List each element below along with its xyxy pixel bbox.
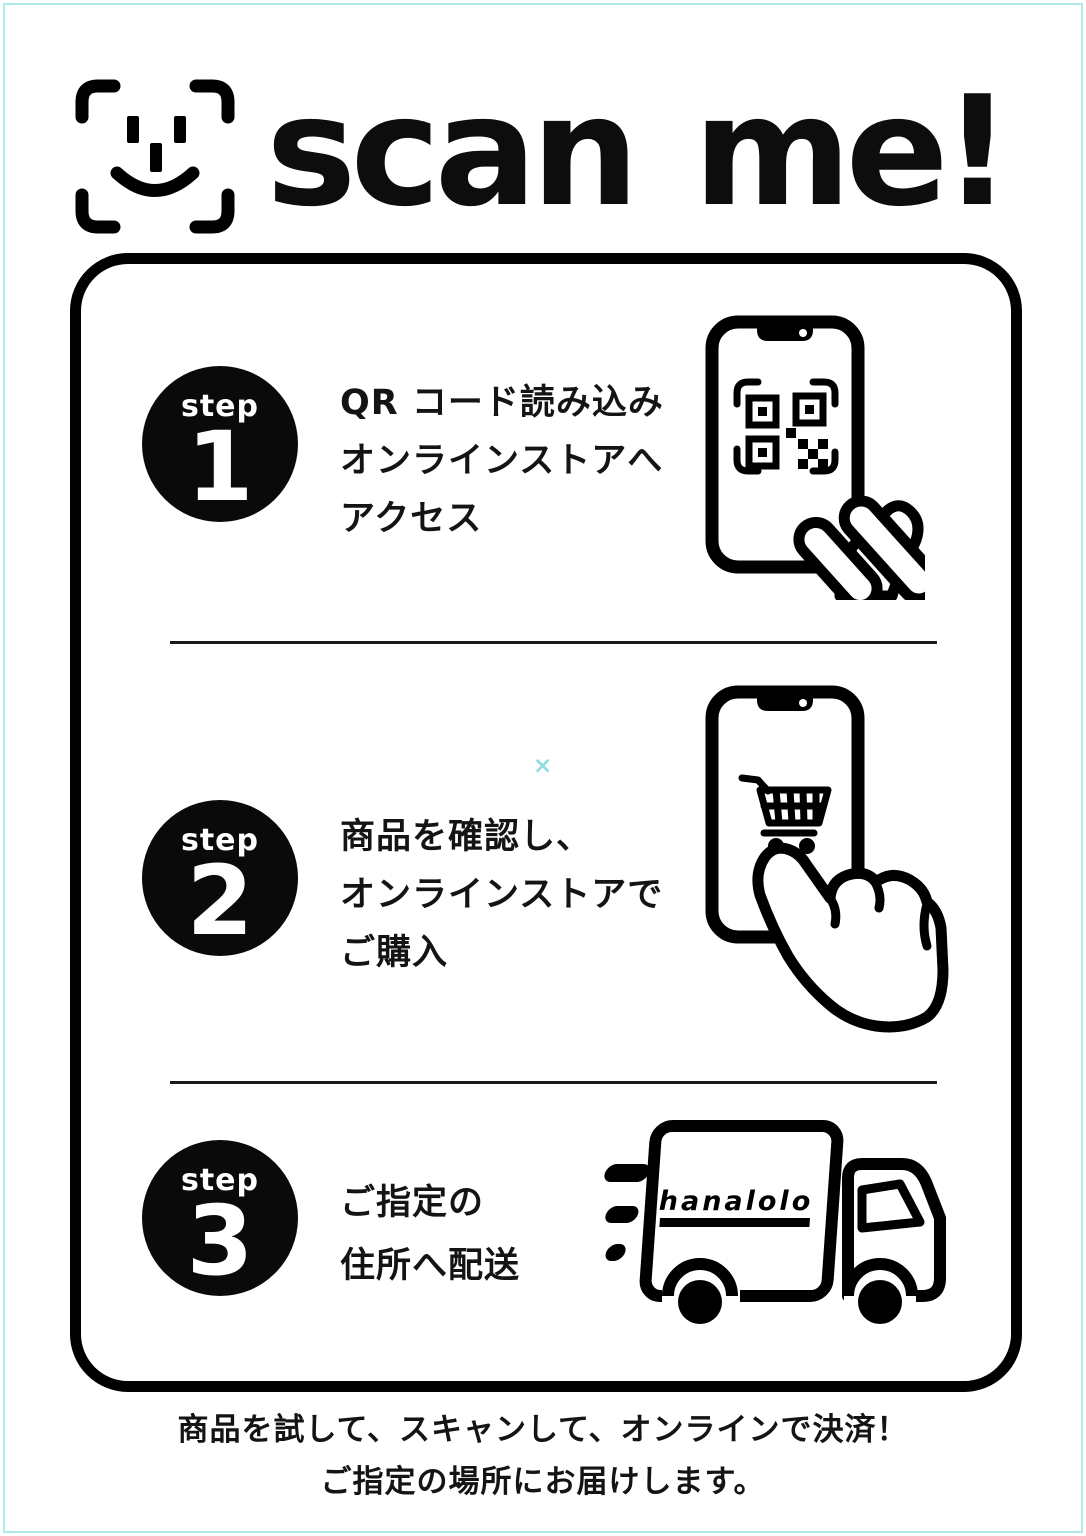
- step-1-line-3: アクセス: [340, 499, 483, 539]
- step-label: step: [180, 1163, 260, 1198]
- truck-brand-text: hanalolo: [659, 1186, 814, 1217]
- step-1-badge: step 1: [142, 366, 298, 522]
- step-2-badge: step 2: [142, 800, 298, 956]
- step-number: 2: [186, 845, 254, 957]
- step-1-line-2: オンラインストアへ: [340, 441, 664, 481]
- step-label: step: [180, 389, 260, 424]
- step-3-badge: step 3: [142, 1140, 298, 1296]
- step-2-text: 商品を確認し、 オンラインストアで ご購入: [340, 808, 663, 982]
- step-2-line-2: オンラインストアで: [340, 875, 664, 915]
- step-label: step: [180, 823, 260, 858]
- logo-text: scan me!: [266, 63, 1012, 240]
- step-number: 1: [186, 411, 254, 523]
- step-2-line-1: 商品を確認し、: [340, 817, 593, 857]
- step-1-line-1: QR コード読み込み: [340, 383, 664, 423]
- phone-qr-scan-icon: [705, 315, 925, 600]
- logo-word-me: me!: [693, 63, 1012, 240]
- footer-line-2: ご指定の場所にお届けします。: [320, 1464, 766, 1500]
- step-3-text: ご指定の 住所へ配送: [340, 1172, 520, 1298]
- step-1-text: QR コード読み込み オンラインストアへ アクセス: [340, 374, 664, 548]
- face-id-scan-icon: [75, 79, 235, 234]
- cyan-x-watermark: ×: [533, 753, 553, 779]
- footer-line-1: 商品を試して、スキャンして、オンラインで決済！: [177, 1412, 909, 1448]
- step-3-line-1: ご指定の: [340, 1183, 485, 1223]
- logo-word-scan: scan: [266, 63, 639, 240]
- delivery-truck-icon: hanalolo: [604, 1120, 946, 1328]
- step-divider: [170, 1081, 937, 1084]
- step-number: 3: [186, 1185, 254, 1297]
- step-3-line-2: 住所へ配送: [340, 1246, 521, 1286]
- footer-text: 商品を試して、スキャンして、オンラインで決済！ ご指定の場所にお届けします。: [0, 1404, 1086, 1508]
- step-2-line-3: ご購入: [340, 933, 449, 973]
- step-divider: [170, 641, 937, 644]
- phone-cart-tap-icon: [705, 685, 949, 1033]
